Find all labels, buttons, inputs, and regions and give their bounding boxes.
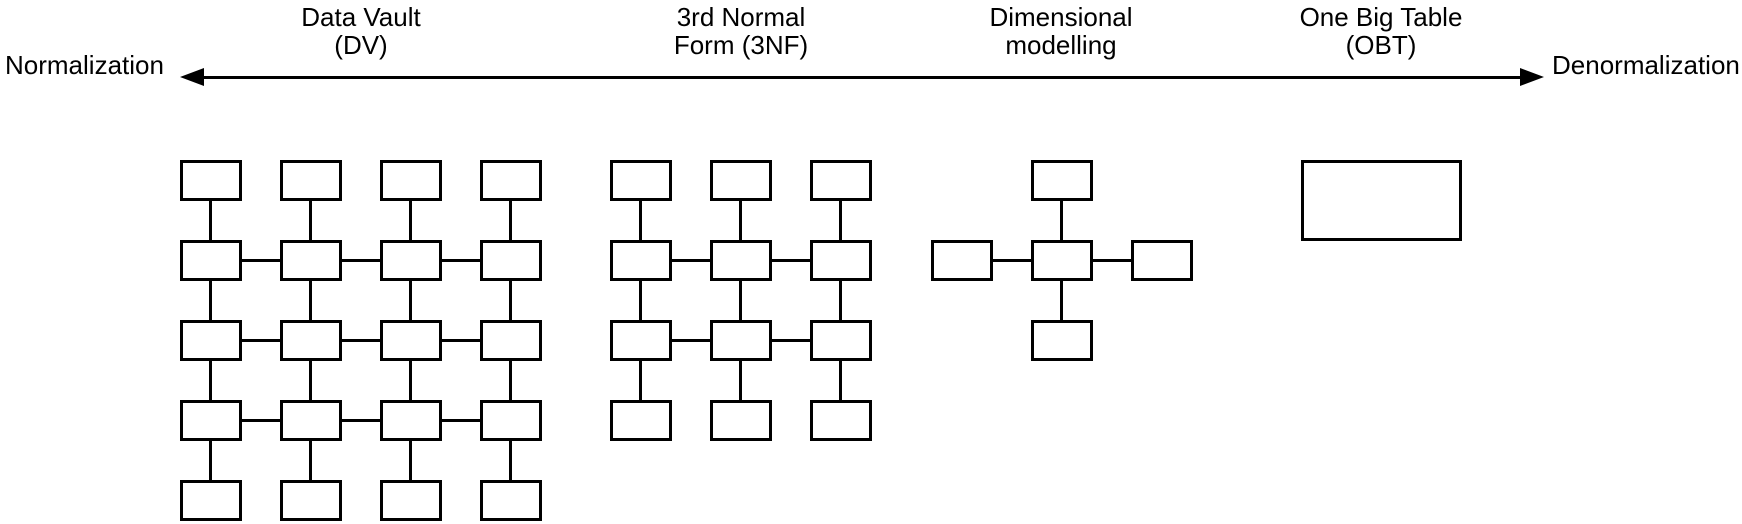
table-box <box>610 320 672 361</box>
table-box <box>480 480 542 521</box>
relationship-line <box>839 361 842 400</box>
relationship-line <box>839 201 842 240</box>
table-box <box>931 240 993 281</box>
relationship-line <box>1093 259 1131 262</box>
table-box <box>610 400 672 441</box>
label-one-big-table: One Big Table (OBT) <box>1231 3 1531 59</box>
relationship-line <box>739 201 742 240</box>
table-box <box>380 160 442 201</box>
label-line-2: Form (3NF) <box>673 30 809 60</box>
table-box <box>480 240 542 281</box>
relationship-line <box>1060 201 1063 240</box>
label-third-normal-form: 3rd Normal Form (3NF) <box>591 3 891 59</box>
table-box <box>1301 160 1462 241</box>
relationship-line <box>209 201 212 240</box>
table-box <box>280 320 342 361</box>
label-line-1: Data Vault <box>301 2 421 32</box>
relationship-line <box>409 281 412 320</box>
table-box <box>280 240 342 281</box>
relationship-line <box>409 201 412 240</box>
table-box <box>280 160 342 201</box>
table-box <box>480 320 542 361</box>
relationship-line <box>309 441 312 480</box>
relationship-line <box>509 441 512 480</box>
table-box <box>1131 240 1193 281</box>
relationship-line <box>739 281 742 320</box>
table-box <box>380 400 442 441</box>
relationship-line <box>672 339 710 342</box>
relationship-line <box>342 339 380 342</box>
table-box <box>610 240 672 281</box>
table-box <box>180 320 242 361</box>
label-line-2: modelling <box>1005 30 1117 60</box>
relationship-line <box>1060 281 1063 320</box>
relationship-line <box>442 339 480 342</box>
table-box <box>810 240 872 281</box>
relationship-line <box>672 259 710 262</box>
relationship-line <box>442 259 480 262</box>
table-box <box>380 320 442 361</box>
denormalization-label: Denormalization <box>1552 50 1740 80</box>
table-box <box>810 320 872 361</box>
table-box <box>180 400 242 441</box>
table-box <box>1031 240 1093 281</box>
relationship-line <box>242 259 280 262</box>
relationship-line <box>772 339 810 342</box>
table-box <box>380 240 442 281</box>
relationship-line <box>209 281 212 320</box>
relationship-line <box>509 361 512 400</box>
label-line-1: One Big Table <box>1299 2 1463 32</box>
arrow-head-left-icon <box>180 68 204 86</box>
relationship-line <box>639 201 642 240</box>
table-box <box>480 400 542 441</box>
normalization-label: Normalization <box>5 50 164 80</box>
relationship-line <box>242 339 280 342</box>
relationship-line <box>509 201 512 240</box>
table-box <box>1031 320 1093 361</box>
table-box <box>710 320 772 361</box>
relationship-line <box>509 281 512 320</box>
label-line-1: 3rd Normal <box>676 2 806 32</box>
label-dimensional-modelling: Dimensional modelling <box>911 3 1211 59</box>
table-box <box>810 400 872 441</box>
relationship-line <box>739 361 742 400</box>
relationship-line <box>309 281 312 320</box>
table-box <box>710 160 772 201</box>
table-box <box>280 480 342 521</box>
relationship-line <box>309 201 312 240</box>
table-box <box>180 160 242 201</box>
relationship-line <box>839 281 842 320</box>
table-box <box>380 480 442 521</box>
relationship-line <box>242 419 280 422</box>
relationship-line <box>309 361 312 400</box>
label-data-vault: Data Vault (DV) <box>211 3 511 59</box>
arrow-shaft <box>200 76 1520 79</box>
table-box <box>610 160 672 201</box>
label-line-2: (DV) <box>334 30 388 60</box>
relationship-line <box>772 259 810 262</box>
table-box <box>180 240 242 281</box>
relationship-line <box>342 419 380 422</box>
label-line-2: (OBT) <box>1345 30 1417 60</box>
label-line-1: Dimensional <box>989 2 1133 32</box>
table-box <box>280 400 342 441</box>
table-box <box>1031 160 1093 201</box>
relationship-line <box>442 419 480 422</box>
relationship-line <box>209 361 212 400</box>
relationship-line <box>639 361 642 400</box>
relationship-line <box>342 259 380 262</box>
table-box <box>710 240 772 281</box>
relationship-line <box>409 361 412 400</box>
relationship-line <box>409 441 412 480</box>
relationship-line <box>209 441 212 480</box>
relationship-line <box>639 281 642 320</box>
table-box <box>710 400 772 441</box>
relationship-line <box>993 259 1031 262</box>
table-box <box>180 480 242 521</box>
arrow-head-right-icon <box>1520 68 1544 86</box>
table-box <box>810 160 872 201</box>
table-box <box>480 160 542 201</box>
